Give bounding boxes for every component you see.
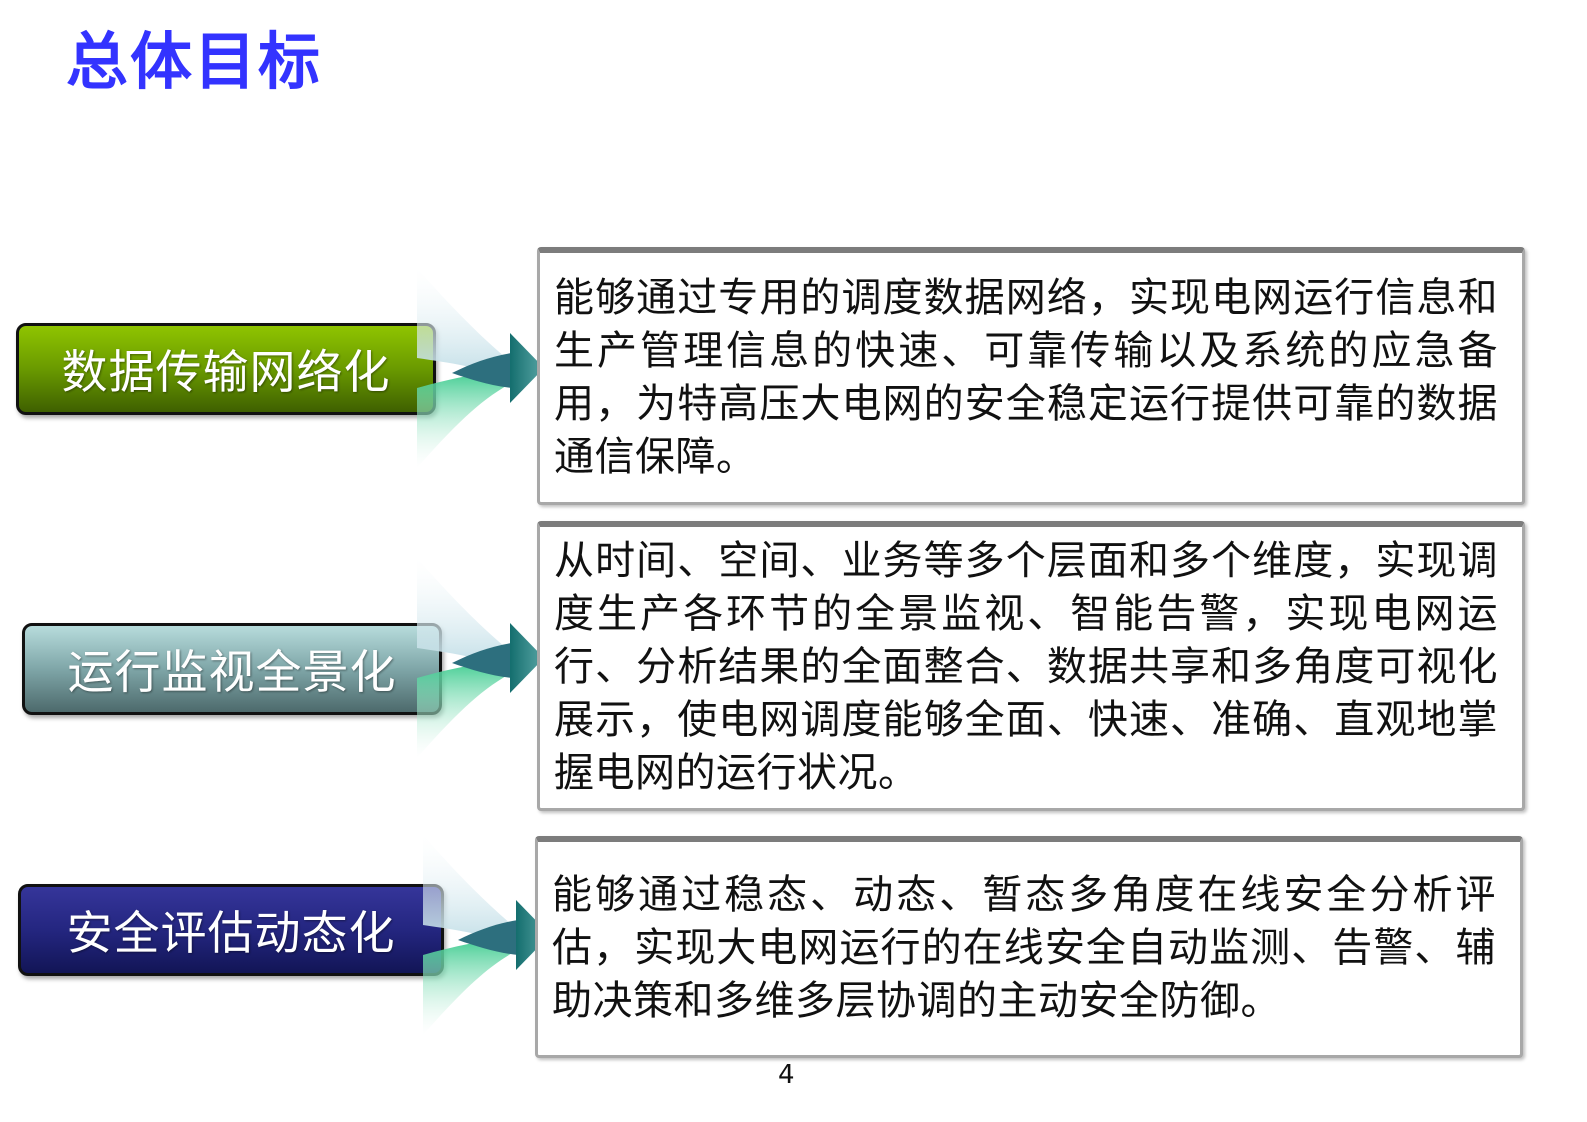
goal-description-box: 能够通过稳态、动态、暂态多角度在线安全分析评估，实现大电网运行的在线安全自动监测…: [535, 836, 1523, 1058]
goal-label-text: 安全评估动态化: [66, 906, 396, 960]
converging-arrow-icon: [417, 268, 544, 468]
converging-arrow-icon: [417, 558, 544, 758]
goal-description-text: 能够通过专用的调度数据网络，实现电网运行信息和生产管理信息的快速、可靠传输以及系…: [554, 274, 1498, 480]
page-title: 总体目标: [66, 25, 323, 98]
goal-description-text: 从时间、空间、业务等多个层面和多个维度，实现调度生产各环节的全景监视、智能告警，…: [554, 538, 1498, 796]
page-number: 4: [778, 1060, 795, 1090]
goal-label-security-assessment: 安全评估动态化: [18, 884, 444, 976]
goal-description-box: 从时间、空间、业务等多个层面和多个维度，实现调度生产各环节的全景监视、智能告警，…: [537, 521, 1525, 811]
goal-label-data-transmission: 数据传输网络化: [16, 323, 436, 415]
goal-label-text: 运行监视全景化: [67, 645, 397, 699]
goal-label-text: 数据传输网络化: [61, 345, 391, 399]
goal-description-box: 能够通过专用的调度数据网络，实现电网运行信息和生产管理信息的快速、可靠传输以及系…: [537, 247, 1525, 505]
goal-label-monitoring: 运行监视全景化: [22, 623, 442, 715]
converging-arrow-icon: [423, 835, 550, 1035]
goal-description-text: 能够通过稳态、动态、暂态多角度在线安全分析评估，实现大电网运行的在线安全自动监测…: [552, 872, 1496, 1024]
